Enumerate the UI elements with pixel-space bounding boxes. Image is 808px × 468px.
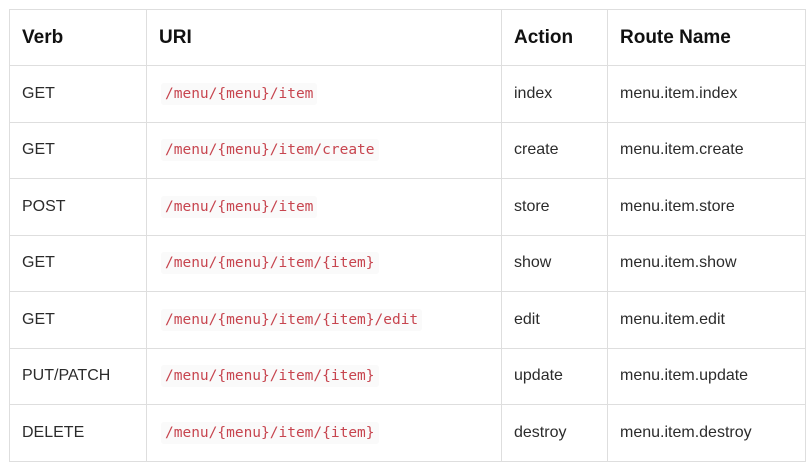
uri-cell: /menu/{menu}/item/{item}: [146, 347, 502, 405]
table-row: DELETE /menu/{menu}/item/{item} destroy …: [9, 404, 806, 462]
action-cell: destroy: [501, 404, 608, 462]
action-cell: create: [501, 121, 608, 179]
uri-cell: /menu/{menu}/item: [146, 178, 502, 236]
action-cell: edit: [501, 291, 608, 349]
route-name-cell: menu.item.index: [607, 65, 806, 123]
uri-code: /menu/{menu}/item/{item}: [161, 252, 379, 275]
verb-cell: GET: [9, 65, 147, 123]
header-route-name: Route Name: [607, 9, 806, 66]
uri-cell: /menu/{menu}/item/{item}/edit: [146, 291, 502, 349]
table-body: GET /menu/{menu}/item index menu.item.in…: [9, 65, 806, 462]
header-verb: Verb: [9, 9, 147, 66]
uri-code: /menu/{menu}/item: [161, 195, 318, 218]
table-row: GET /menu/{menu}/item/create create menu…: [9, 121, 806, 179]
route-name-cell: menu.item.show: [607, 234, 806, 292]
uri-code: /menu/{menu}/item/{item}: [161, 365, 379, 388]
uri-code: /menu/{menu}/item/{item}: [161, 421, 379, 444]
verb-cell: POST: [9, 178, 147, 236]
table-row: GET /menu/{menu}/item index menu.item.in…: [9, 65, 806, 123]
uri-cell: /menu/{menu}/item/{item}: [146, 404, 502, 462]
route-name-cell: menu.item.edit: [607, 291, 806, 349]
table-header: Verb URI Action Route Name: [9, 9, 806, 66]
uri-code: /menu/{menu}/item/create: [161, 139, 379, 162]
verb-cell: GET: [9, 234, 147, 292]
action-cell: store: [501, 178, 608, 236]
table-row: GET /menu/{menu}/item/{item}/edit edit m…: [9, 291, 806, 349]
uri-code: /menu/{menu}/item/{item}/edit: [161, 308, 423, 331]
uri-cell: /menu/{menu}/item: [146, 65, 502, 123]
verb-cell: DELETE: [9, 404, 147, 462]
table-row: POST /menu/{menu}/item store menu.item.s…: [9, 178, 806, 236]
route-name-cell: menu.item.create: [607, 121, 806, 179]
uri-cell: /menu/{menu}/item/{item}: [146, 234, 502, 292]
verb-cell: PUT/PATCH: [9, 347, 147, 405]
route-name-cell: menu.item.update: [607, 347, 806, 405]
route-name-cell: menu.item.store: [607, 178, 806, 236]
header-action: Action: [501, 9, 608, 66]
action-cell: update: [501, 347, 608, 405]
route-name-cell: menu.item.destroy: [607, 404, 806, 462]
action-cell: show: [501, 234, 608, 292]
table-row: GET /menu/{menu}/item/{item} show menu.i…: [9, 234, 806, 292]
table-row: PUT/PATCH /menu/{menu}/item/{item} updat…: [9, 347, 806, 405]
action-cell: index: [501, 65, 608, 123]
verb-cell: GET: [9, 291, 147, 349]
header-row: Verb URI Action Route Name: [9, 9, 806, 66]
uri-code: /menu/{menu}/item: [161, 82, 318, 105]
routes-table: Verb URI Action Route Name GET /menu/{me…: [9, 9, 806, 462]
header-uri: URI: [146, 9, 502, 66]
uri-cell: /menu/{menu}/item/create: [146, 121, 502, 179]
verb-cell: GET: [9, 121, 147, 179]
